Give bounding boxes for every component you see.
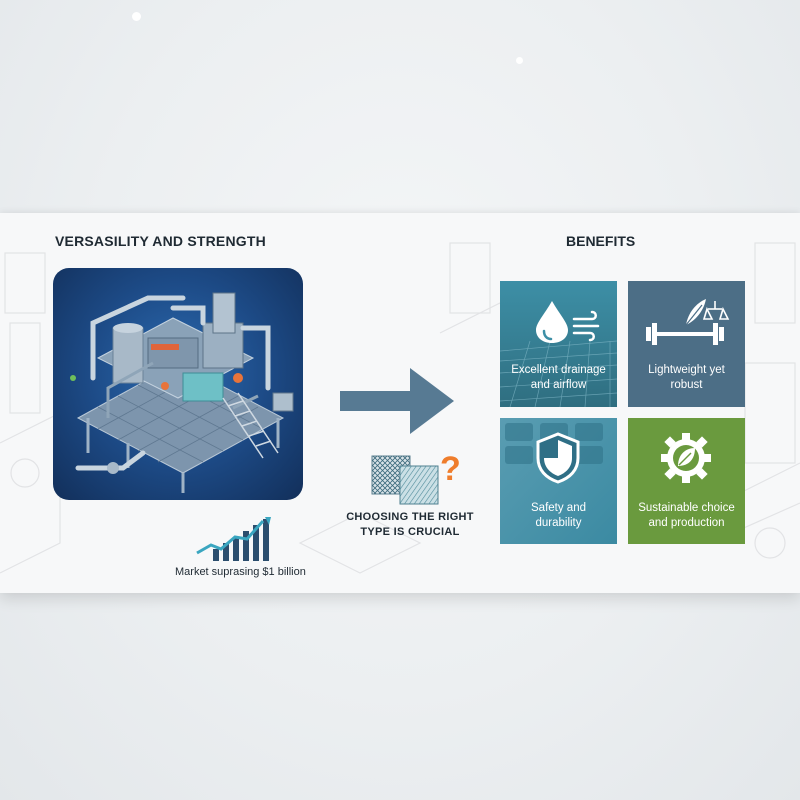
growth-chart-icon: [196, 517, 271, 561]
market-size-caption: Market suprasing $1 billion: [175, 566, 306, 578]
feather-dumbbell-scale-icon: [646, 299, 730, 345]
shield-icon: [536, 432, 580, 484]
benefit-drainage-line-2: and airflow: [530, 379, 587, 391]
svg-text:?: ?: [440, 450, 461, 488]
decorative-dot: [516, 57, 523, 64]
choosing-type-caption: CHOOSING THE RIGHT TYPE IS CRUCIAL: [330, 510, 490, 540]
benefit-drainage-line-1: Excellent drainage: [511, 364, 606, 376]
benefit-safety-line-1: Safety and: [531, 502, 586, 514]
arrow-right-icon: [340, 368, 454, 434]
benefit-safety-line-2: durability: [535, 517, 582, 529]
benefit-card-sustainable: Sustainable choice and production: [628, 418, 745, 544]
factory-illustration: [53, 268, 303, 500]
benefit-card-safety: Safety and durability: [500, 418, 617, 544]
benefit-sustainable-line-1: Sustainable choice: [638, 502, 735, 514]
benefit-lightweight-line-2: robust: [670, 379, 703, 391]
benefit-label-lightweight: Lightweight yet robust: [628, 363, 745, 393]
industrial-plant-image: [70, 292, 294, 493]
choosing-line-2: TYPE IS CRUCIAL: [360, 526, 460, 538]
decorative-dot: [132, 12, 141, 21]
gear-leaf-icon: [661, 433, 711, 483]
choosing-line-1: CHOOSING THE RIGHT: [346, 511, 474, 523]
benefit-card-drainage: Excellent drainage and airflow: [500, 281, 617, 407]
benefit-card-lightweight: Lightweight yet robust: [628, 281, 745, 407]
benefit-lightweight-line-1: Lightweight yet: [648, 364, 725, 376]
benefit-label-safety: Safety and durability: [500, 501, 617, 531]
infographic-panel: VERSASILITY AND STRENGTH BENEFITS: [0, 213, 800, 593]
mesh-texture: [500, 281, 617, 407]
benefit-label-sustainable: Sustainable choice and production: [628, 501, 745, 531]
section-title-benefits: BENEFITS: [566, 233, 636, 249]
water-drop-wind-icon: [536, 301, 600, 343]
mesh-question-icon: ?: [371, 450, 461, 505]
benefit-label-drainage: Excellent drainage and airflow: [500, 363, 617, 393]
section-title-versatility: VERSASILITY AND STRENGTH: [55, 233, 266, 249]
benefit-sustainable-line-2: and production: [648, 517, 725, 529]
